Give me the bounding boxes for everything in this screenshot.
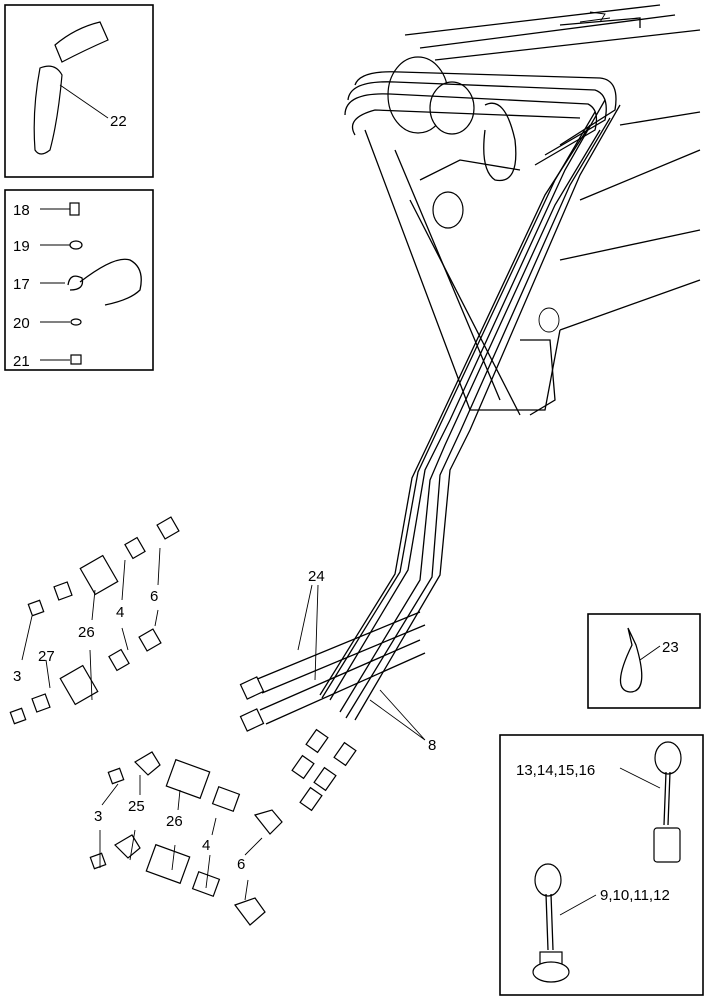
- callout-20: 20: [13, 315, 30, 332]
- fittings-group-upper: [9, 516, 180, 725]
- callout-13-16: 13,14,15,16: [516, 762, 595, 779]
- callout-18: 18: [13, 202, 30, 219]
- hydraulic-tubes: [319, 99, 621, 721]
- callout-24: 24: [308, 568, 325, 585]
- callout-27: 27: [38, 648, 55, 665]
- callout-3-lower: 3: [94, 808, 102, 825]
- callout-26-upper: 26: [78, 624, 95, 641]
- callout-6-upper: 6: [150, 588, 158, 605]
- callout-19: 19: [13, 238, 30, 255]
- callout-8: 8: [428, 737, 436, 754]
- detail-box-22: [4, 4, 154, 178]
- callout-9-12: 9,10,11,12: [600, 887, 670, 904]
- fittings-group-lower: [89, 751, 283, 926]
- tube-ends-8: [291, 728, 357, 812]
- detail-box-hardware: [4, 189, 154, 371]
- callout-23: 23: [662, 639, 679, 656]
- callout-6-lower: 6: [237, 856, 245, 873]
- callout-labels: 22 18 19 17 20 21 24 26 4 6 3 27 23 8 13…: [13, 113, 679, 904]
- leader-lines: [297, 584, 426, 741]
- callout-21: 21: [13, 353, 30, 370]
- callout-22: 22: [110, 113, 127, 130]
- callout-4-lower: 4: [202, 837, 210, 854]
- callout-25: 25: [128, 798, 145, 815]
- callout-3-upper: 3: [13, 668, 21, 685]
- callout-17: 17: [13, 276, 30, 293]
- boom-arm: [364, 4, 701, 416]
- detail-box-plugs: [499, 734, 704, 996]
- hoses-24: [239, 611, 426, 732]
- callout-26-lower: 26: [166, 813, 183, 830]
- detail-box-23: [587, 613, 701, 709]
- boom-pin: [344, 56, 617, 182]
- callout-4-upper: 4: [116, 604, 124, 621]
